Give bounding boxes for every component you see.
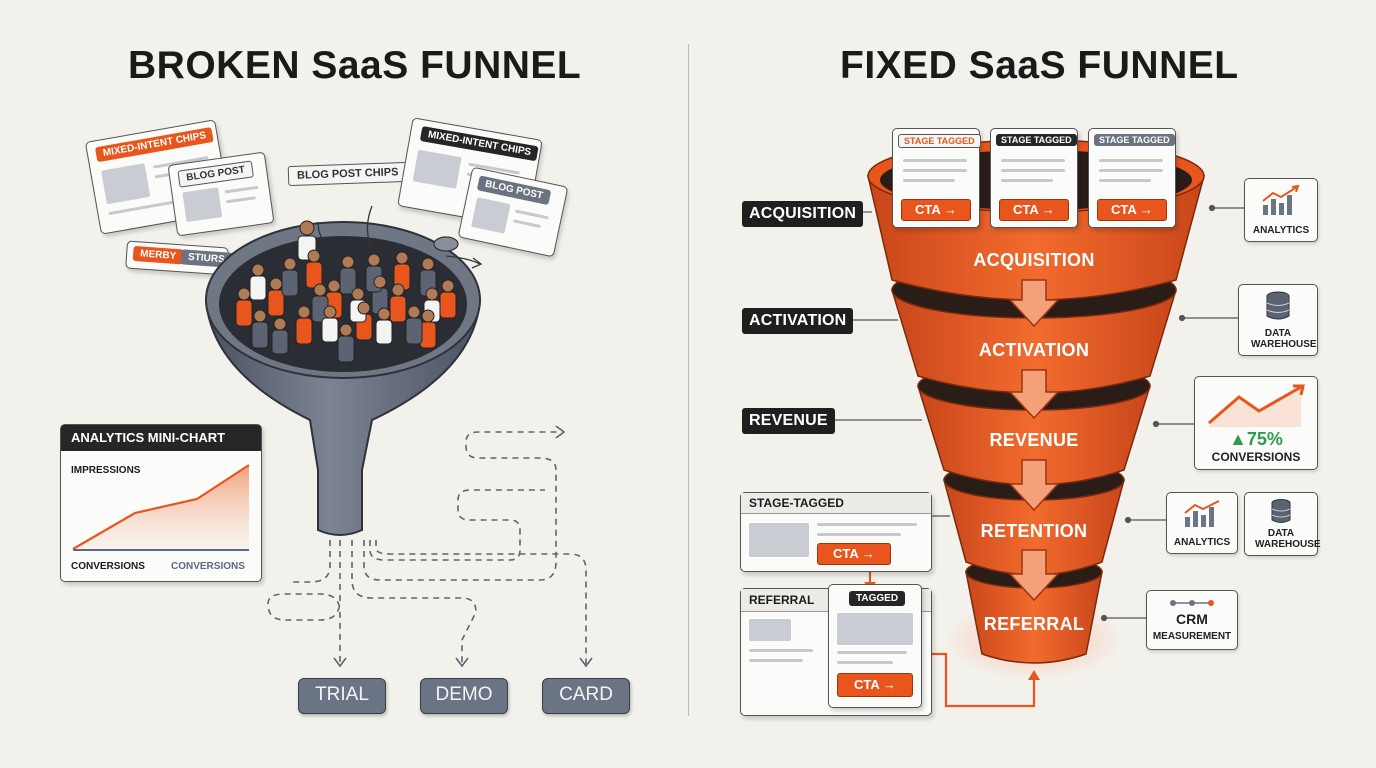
trend-up-icon <box>1208 384 1305 427</box>
fixed-funnel-title: FIXED SaaS FUNNEL <box>840 44 1239 87</box>
mini-chart-conversions-right: CONVERSIONS <box>171 561 245 572</box>
top-card-2-cta[interactable]: CTA → <box>999 199 1069 221</box>
warehouse-box-1: DATA WAREHOUSE <box>1238 284 1318 356</box>
stage-tagged-chip-2: STAGE TAGGED <box>996 134 1077 146</box>
conversions-box: ▲75% CONVERSIONS <box>1194 376 1318 470</box>
mini-chart-impressions-label: IMPRESSIONS <box>71 465 141 476</box>
analytics-box-2: ANALYTICS <box>1166 492 1238 554</box>
top-card-3: STAGE TAGGED CTA → <box>1088 128 1176 228</box>
mini-chart-conversions-left: CONVERSIONS <box>71 561 145 572</box>
stage-tagged-chip-1: STAGE TAGGED <box>898 134 981 148</box>
tagged-chip: TAGGED <box>849 591 906 606</box>
crowd <box>235 220 457 363</box>
crm-measurement-label: MEASUREMENT <box>1152 631 1232 642</box>
top-card-2: STAGE TAGGED CTA → <box>990 128 1078 228</box>
database-icon-2 <box>1271 499 1291 523</box>
funnel-stage-referral: REFERRAL <box>983 614 1085 634</box>
crm-title: CRM <box>1176 611 1208 627</box>
analytics-mini-chart: ANALYTICS MINI-CHART IMPRESSIONS CONVERS… <box>60 424 262 582</box>
conversions-label: CONVERSIONS <box>1211 450 1301 464</box>
top-card-3-cta[interactable]: CTA → <box>1097 199 1167 221</box>
funnel-stage-retention: RETENTION <box>980 521 1088 541</box>
side-label-activation: ACTIVATION <box>742 308 854 334</box>
top-card-1: STAGE TAGGED CTA → <box>892 128 981 228</box>
database-icon <box>1266 291 1290 320</box>
broken-funnel-title: BROKEN SaaS FUNNEL <box>128 44 582 87</box>
analytics-box-1: ANALYTICS <box>1244 178 1318 242</box>
stage-tagged-card: STAGE-TAGGED CTA → <box>740 492 932 572</box>
stage-tagged-cta[interactable]: CTA → <box>817 543 891 565</box>
funnel-stage-activation: ACTIVATION <box>978 340 1090 360</box>
side-label-acquisition: ACQUISITION <box>742 201 864 227</box>
top-card-1-cta[interactable]: CTA → <box>901 199 971 221</box>
funnel-stage-revenue: REVENUE <box>989 430 1079 450</box>
panel-divider <box>688 44 689 716</box>
tagged-cta[interactable]: CTA → <box>837 673 913 697</box>
bar-chart-icon <box>1262 185 1300 215</box>
tagged-card: TAGGED CTA → <box>828 584 922 708</box>
funnel-stage-acquisition: ACQUISITION <box>973 250 1095 270</box>
analytics-label-2: ANALYTICS <box>1173 537 1231 548</box>
stage-tagged-chip-3: STAGE TAGGED <box>1094 134 1175 146</box>
warehouse-label-2: DATA WAREHOUSE <box>1255 528 1321 550</box>
warehouse-box-2: DATA WAREHOUSE <box>1244 492 1321 556</box>
mini-chart-plot <box>72 464 250 551</box>
stage-tagged-title: STAGE-TAGGED <box>741 493 931 514</box>
side-label-revenue: REVENUE <box>742 408 835 434</box>
warehouse-label-1: DATA WAREHOUSE <box>1251 328 1317 350</box>
crm-box: CRM MEASUREMENT <box>1146 590 1238 650</box>
demo-button[interactable]: DEMO <box>420 678 508 714</box>
crm-flow-icon <box>1170 600 1214 606</box>
bar-chart-icon-2 <box>1184 500 1220 527</box>
analytics-label-1: ANALYTICS <box>1252 225 1310 236</box>
card-button[interactable]: CARD <box>542 678 630 714</box>
mini-chart-title: ANALYTICS MINI-CHART <box>61 425 261 451</box>
conversions-value: ▲75% <box>1229 429 1283 449</box>
broken-funnel-graphic <box>204 205 593 668</box>
trial-button[interactable]: TRIAL <box>298 678 386 714</box>
